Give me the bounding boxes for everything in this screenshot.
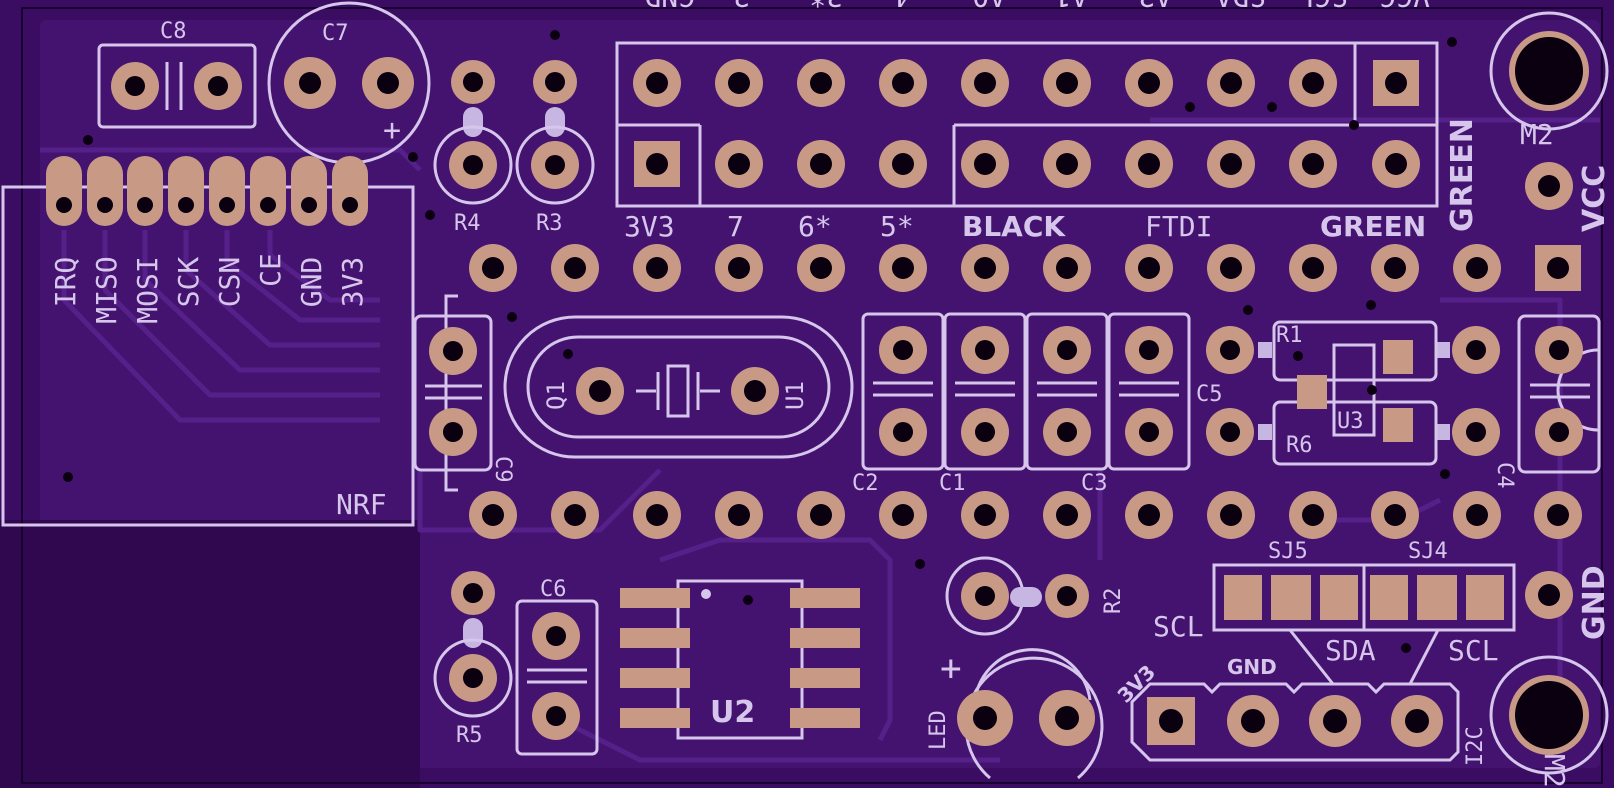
i2c-pin-label-gnd: GND — [1227, 655, 1277, 679]
r4-label: R4 — [454, 211, 481, 236]
c3-label: C3 — [1081, 471, 1108, 496]
ic-socket-top-row — [469, 244, 1581, 292]
ic-socket-bottom-row — [469, 491, 1582, 539]
c7-label: C7 — [322, 21, 349, 46]
r2-label: R2 — [1101, 588, 1126, 615]
i2c-scl-left-label: SCL — [1153, 610, 1204, 643]
i2c-scl-right-label: SCL — [1448, 634, 1499, 667]
c9-label: C9 — [490, 456, 515, 483]
c1-label: C1 — [939, 471, 966, 496]
r1-label: R1 — [1276, 323, 1303, 348]
header-pin-label-scl: SCL — [1297, 0, 1348, 13]
ftdi-label: FTDI — [1145, 210, 1212, 243]
c2-label: C2 — [852, 471, 879, 496]
c8-label: C8 — [160, 19, 187, 44]
header-pin-label-7: 7 — [727, 210, 744, 243]
black-label: BLACK — [962, 210, 1066, 243]
vias — [63, 30, 1457, 653]
nrf-pin-label-irq: IRQ — [49, 257, 82, 308]
nrf-label: NRF — [336, 488, 387, 521]
c7-plus: + — [383, 113, 401, 148]
header-pin-label-gnd: GND — [644, 0, 695, 13]
header-pin-label-2: 2 — [733, 0, 750, 13]
c4-label: C4 — [1492, 462, 1517, 489]
r3-label: R3 — [536, 211, 563, 236]
i2c-sda-label: SDA — [1325, 634, 1376, 667]
m2-top-label: M2 — [1520, 118, 1554, 151]
header-pin-label-a0: A0 — [972, 0, 1006, 13]
c5-label: C5 — [1196, 382, 1223, 407]
gnd-side-label: GND — [1577, 565, 1612, 640]
c6-label: C6 — [540, 577, 567, 602]
nrf-pin-label-mosi: MOSI — [131, 256, 164, 323]
capacitor-bank — [861, 312, 1191, 471]
header-pin-label-4: 4 — [894, 0, 911, 13]
m2-bottom-label: M2 — [1538, 754, 1571, 788]
u3-label: U3 — [1337, 409, 1364, 434]
i2c-label: I2C — [1463, 726, 1488, 766]
sj5-label: SJ5 — [1268, 539, 1308, 564]
u1-label: U1 — [781, 381, 809, 410]
green-label: GREEN — [1320, 210, 1426, 243]
header-pin-label-6: 6* — [798, 210, 832, 243]
i2c-connector — [1130, 682, 1460, 762]
nrf-pin-label-gnd: GND — [295, 257, 328, 308]
vcc-side-label: VCC — [1577, 165, 1612, 232]
nrf-pin-label-csn: CSN — [213, 257, 246, 308]
header-pin-label-a2: A2 — [1138, 0, 1172, 13]
nrf-pin-label-sck: SCK — [172, 257, 205, 308]
r5-label: R5 — [456, 723, 483, 748]
nrf-module: IRQ MISO MOSI SCK CSN CE GND 3V3 NRF — [1, 156, 415, 527]
r6-label: R6 — [1286, 433, 1313, 458]
led-label: LED — [926, 710, 951, 750]
nrf-pin-label-3v3: 3V3 — [336, 257, 369, 308]
header-pin-label-3: 3* — [809, 0, 843, 13]
header-pin-label-vcc: VCC — [1379, 0, 1430, 13]
green-vertical-label: GREEN — [1445, 118, 1480, 232]
header-pin-label-a1: A1 — [1054, 0, 1088, 13]
u2-label: U2 — [710, 695, 755, 730]
led-plus: + — [940, 648, 962, 689]
nrf-pin-label-miso: MISO — [90, 256, 123, 323]
header-pin-label-5: 5* — [880, 210, 914, 243]
header-pin-label-3v3: 3V3 — [624, 210, 675, 243]
sj4-label: SJ4 — [1408, 539, 1448, 564]
nrf-pin-label-ce: CE — [254, 253, 287, 287]
board-outline — [21, 7, 1603, 784]
q1-label: Q1 — [542, 381, 570, 410]
header-pin-label-sda: SDA — [1215, 0, 1266, 13]
